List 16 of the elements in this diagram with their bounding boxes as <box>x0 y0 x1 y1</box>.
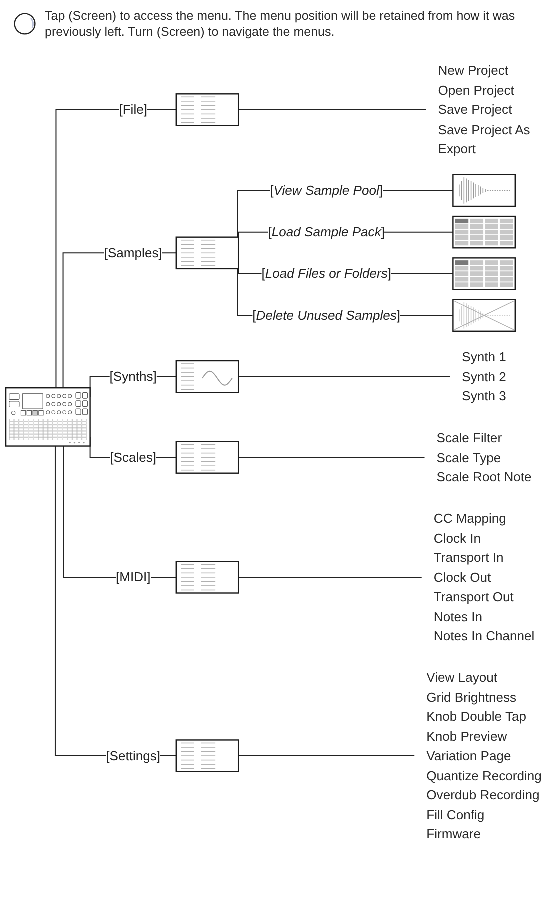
edge-label: [File] <box>119 102 148 117</box>
node-text: Synth 1 Synth 2 Synth 3 <box>462 348 506 404</box>
edge-label: [Delete Unused Samples] <box>252 307 401 322</box>
note-text: Tap (Screen) to access the menu. The menu position will be retained from how it was previously left. Turn (Screen) to navigate the menus. <box>45 8 516 40</box>
node-text: New Project Open Project Save Project Save Project As Export <box>438 62 530 156</box>
edge-label: [Load Files or Folders] <box>262 266 392 281</box>
node-text: Scale Filter Scale Type Scale Root Note <box>436 430 532 484</box>
edge-label: [View Sample Pool] <box>270 182 384 198</box>
node-text: CC Mapping Clock In Transport In Clock Out Transport Out Notes In Notes In Channel <box>434 510 535 643</box>
edge-label: [Samples] <box>104 244 162 260</box>
edge-label: [Settings] <box>106 748 161 763</box>
edge-label: [MIDI] <box>116 569 151 584</box>
node-text: View Layout Grid Brightness Knob Double Tap Knob Preview Variation Page Quantize Recording Overdub Recording Fill Config Firmware <box>426 670 542 842</box>
edge-label: [Load Sample Pack] <box>268 224 385 240</box>
edge-label: [Synths] <box>110 368 157 384</box>
edge-label: [Scales] <box>110 449 157 464</box>
